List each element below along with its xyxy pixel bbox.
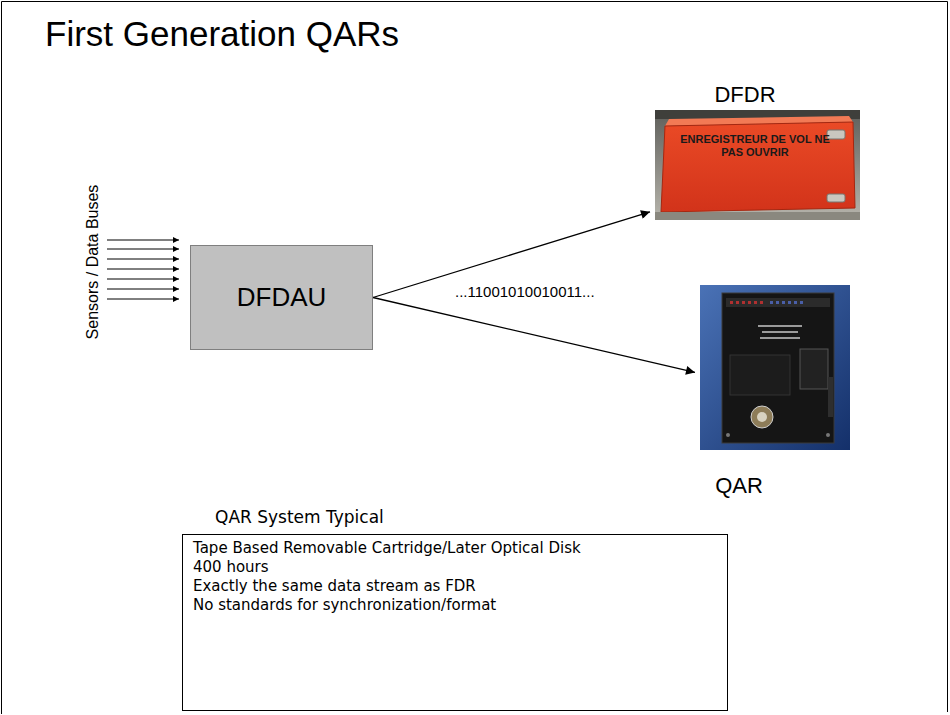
slide-title: First Generation QARs bbox=[45, 14, 399, 54]
notes-box: Tape Based Removable Cartridge/Later Opt… bbox=[182, 507, 728, 712]
device-marking: ENREGISTREUR DE VOL NE PAS OUVRIR bbox=[680, 133, 830, 158]
connector-arrow bbox=[373, 298, 695, 373]
notes-heading: QAR System Typical bbox=[215, 507, 384, 527]
bitstream-label: ...11001010010011... bbox=[453, 283, 597, 300]
photo-ground bbox=[655, 110, 860, 220]
note-line: Tape Based Removable Cartridge/Later Opt… bbox=[193, 539, 717, 558]
axis-label: Sensors / Data Buses bbox=[84, 185, 102, 340]
dfdr-photo bbox=[655, 110, 860, 220]
notes-frame: Tape Based Removable Cartridge/Later Opt… bbox=[182, 534, 728, 711]
process-box: DFDAU bbox=[190, 245, 373, 350]
photo-ground bbox=[700, 285, 850, 450]
note-line: 400 hours bbox=[193, 558, 717, 577]
input-arrow bbox=[107, 240, 179, 299]
device-heading: DFDR bbox=[650, 82, 840, 108]
recorder-body bbox=[722, 293, 834, 443]
recorder-body bbox=[661, 122, 855, 212]
recorder-node: DFDR ENREGISTREUR DE VOL NE PAS OUVRIR bbox=[650, 78, 865, 225]
note-line: Exactly the same data stream as FDR bbox=[193, 577, 717, 596]
note-line: No standards for synchronization/format bbox=[193, 596, 717, 615]
box-label: DFDAU bbox=[191, 282, 372, 313]
qar-photo bbox=[700, 285, 850, 450]
device-heading: QAR bbox=[695, 473, 783, 499]
recorder-node: QAR bbox=[695, 280, 855, 495]
